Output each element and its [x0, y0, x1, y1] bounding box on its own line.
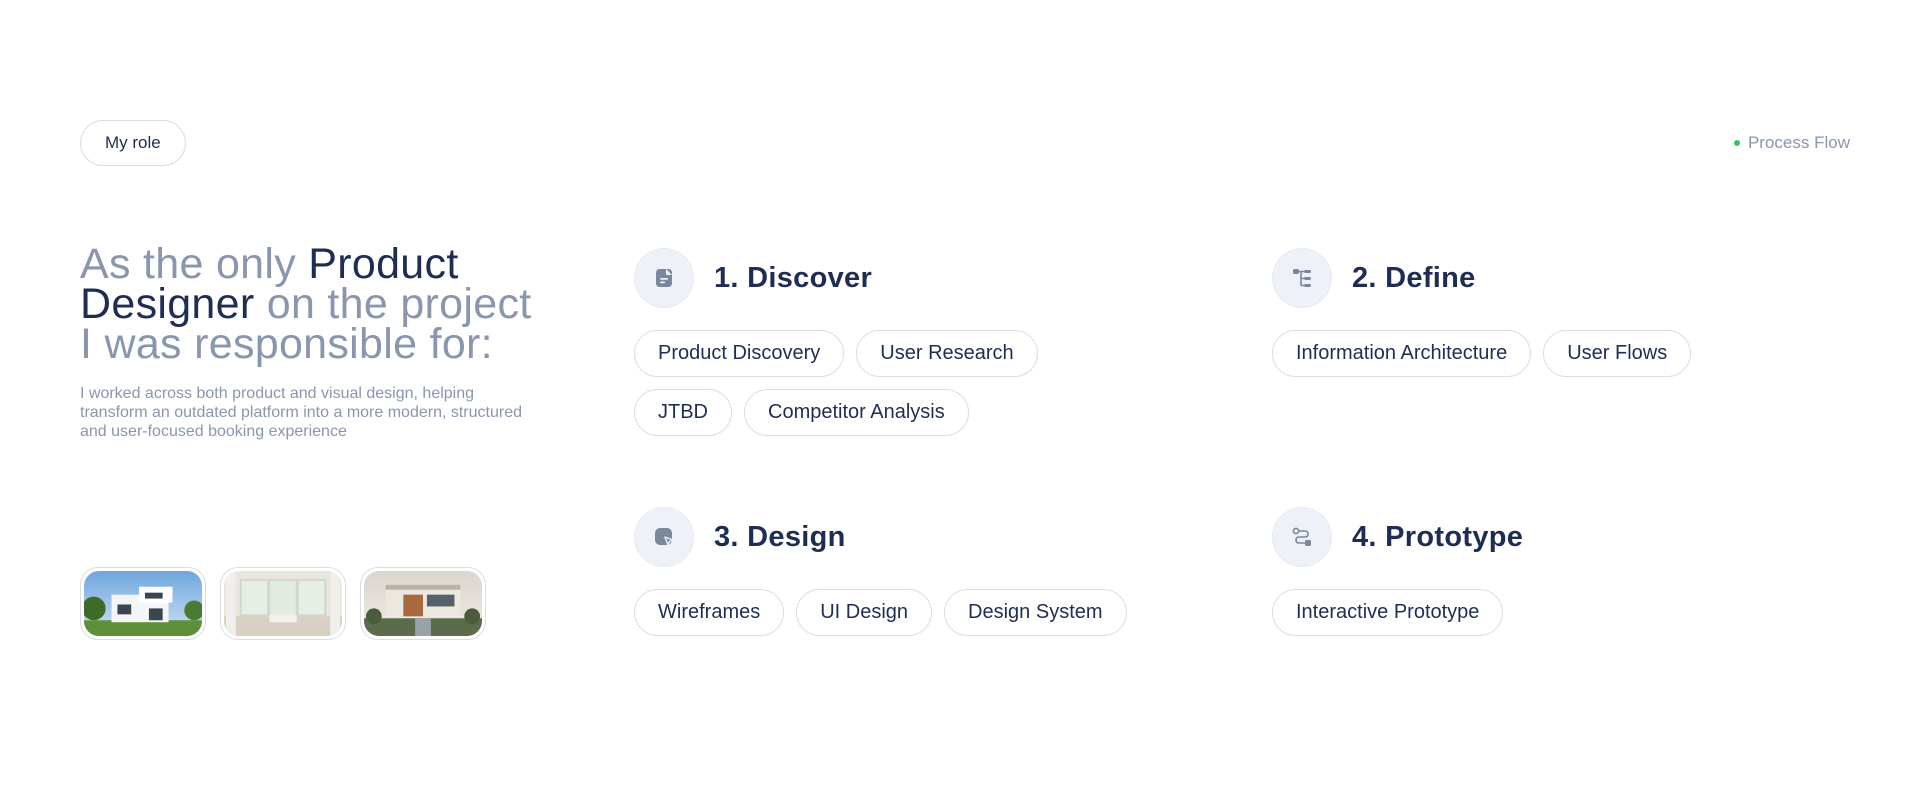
hierarchy-icon	[1272, 248, 1332, 308]
tag-information-architecture[interactable]: Information Architecture	[1272, 330, 1532, 377]
tag-product-discovery[interactable]: Product Discovery	[634, 330, 845, 377]
tag-list: Product Discovery User Research JTBD Com…	[634, 330, 1104, 436]
tag-user-research[interactable]: User Research	[856, 330, 1038, 377]
my-role-badge: My role	[80, 120, 186, 166]
tag-user-flows[interactable]: User Flows	[1543, 330, 1692, 377]
thumbnail-1[interactable]	[80, 567, 206, 640]
tag-wireframes[interactable]: Wireframes	[634, 589, 785, 636]
tag-ui-design[interactable]: UI Design	[796, 589, 933, 636]
thumbnail-2[interactable]	[220, 567, 346, 640]
modern-house-image	[84, 571, 202, 636]
headline-part-1: As the only	[80, 240, 309, 288]
thumbnail-strip	[80, 567, 486, 640]
process-flow-text: Process Flow	[1747, 133, 1850, 152]
headline-strong: Product Designer	[80, 240, 459, 328]
headline-part-2: on the project I was responsible for:	[80, 280, 532, 368]
design-cursor-icon	[634, 507, 694, 567]
tag-interactive-prototype[interactable]: Interactive Prototype	[1272, 589, 1504, 636]
tag-list: Information Architecture User Flows	[1272, 330, 1832, 377]
role-description: I worked across both product and visual …	[80, 385, 522, 440]
flow-path-icon	[1272, 507, 1332, 567]
status-dot-icon	[1733, 140, 1740, 146]
thumbnail-3[interactable]	[360, 567, 486, 640]
tag-list: Wireframes UI Design Design System	[634, 589, 1194, 636]
step-title: 1. Discover	[714, 261, 873, 294]
step-title: 2. Define	[1352, 261, 1476, 294]
step-title: 4. Prototype	[1352, 520, 1524, 553]
page-headline: As the only Product Designer on the proj…	[80, 243, 550, 366]
villa-exterior-image	[364, 571, 482, 636]
step-prototype: 4. Prototype Interactive Prototype	[1272, 507, 1832, 636]
step-design: 3. Design Wireframes UI Design Design Sy…	[634, 507, 1194, 636]
process-flow-label[interactable]: Process Flow	[1733, 133, 1850, 153]
document-icon	[634, 248, 694, 308]
tag-list: Interactive Prototype	[1272, 589, 1832, 636]
tag-design-system[interactable]: Design System	[944, 589, 1127, 636]
tag-competitor-analysis[interactable]: Competitor Analysis	[744, 389, 969, 436]
step-define: 2. Define Information Architecture User …	[1272, 248, 1832, 377]
tag-jtbd[interactable]: JTBD	[634, 389, 732, 436]
step-title: 3. Design	[714, 520, 846, 553]
interior-room-image	[224, 571, 342, 636]
step-discover: 1. Discover Product Discovery User Resea…	[634, 248, 1104, 436]
